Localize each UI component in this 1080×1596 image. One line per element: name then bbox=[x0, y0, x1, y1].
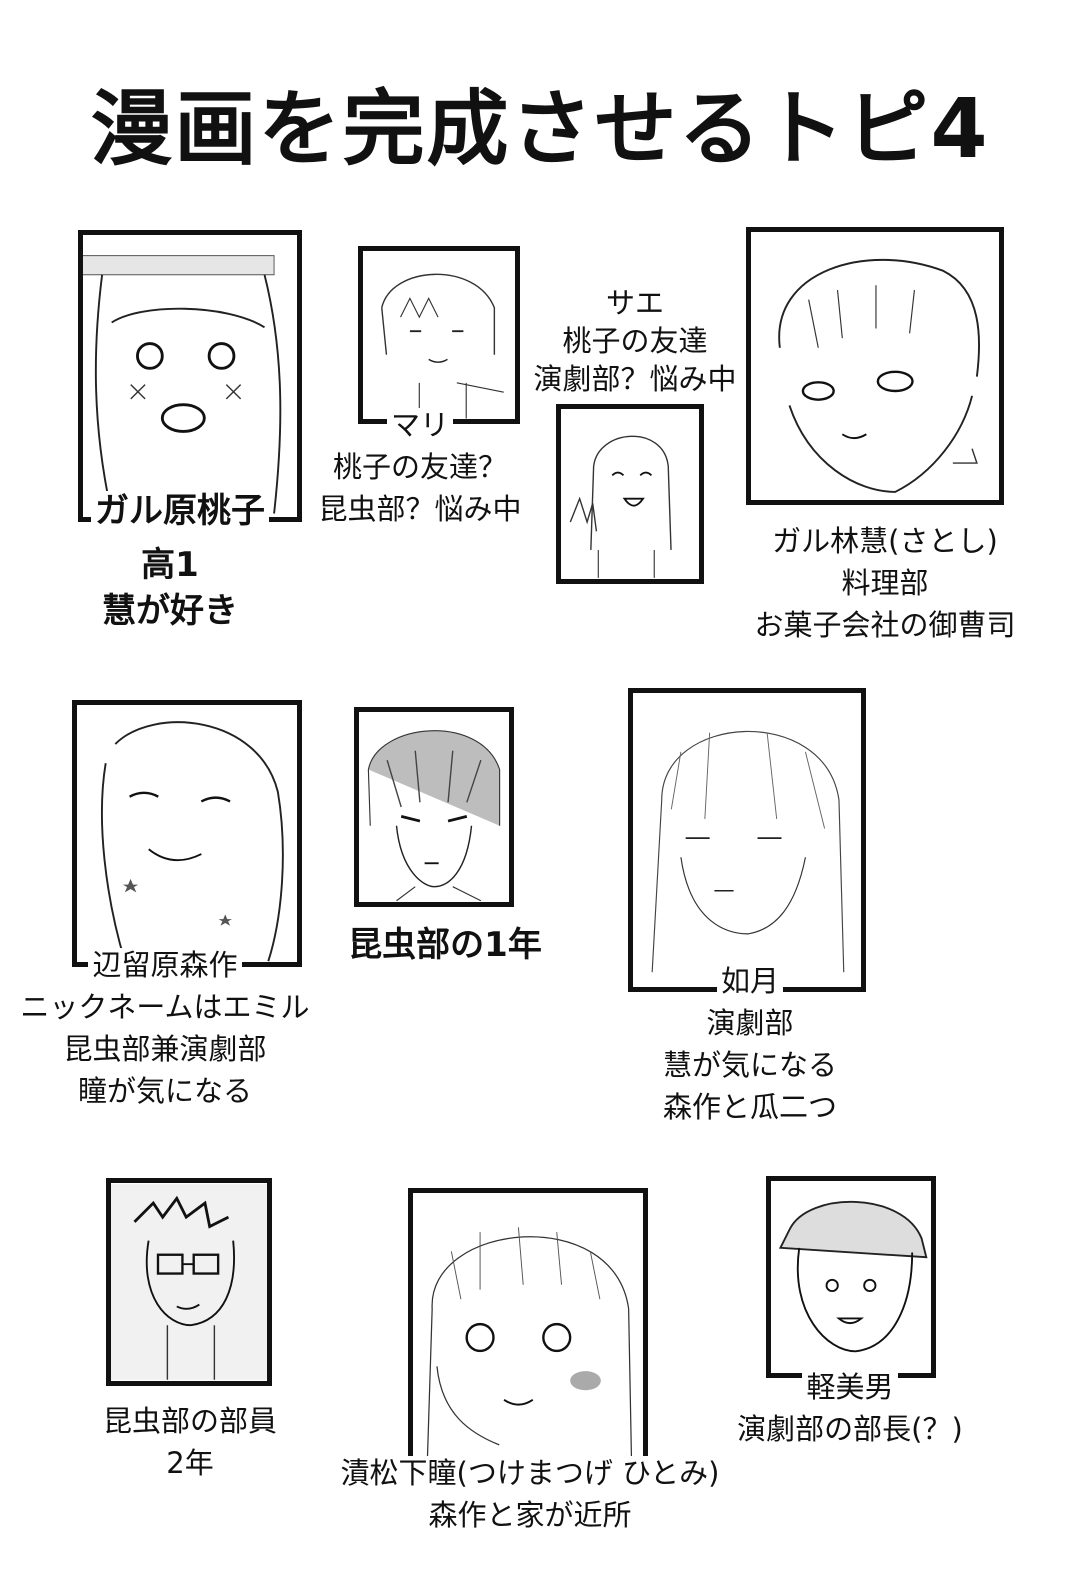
sae-sketch bbox=[569, 435, 672, 578]
character-name-satoshi: ガル林慧(さとし) bbox=[772, 524, 998, 558]
mari-sketch bbox=[381, 273, 504, 419]
portrait-satoshi bbox=[746, 227, 1004, 505]
character-name-sae: サエ bbox=[605, 286, 664, 320]
portrait-karubio bbox=[766, 1176, 936, 1378]
character-note: 森作と瓜二つ bbox=[662, 1090, 837, 1124]
character-note: 昆虫部兼演劇部 bbox=[63, 1032, 267, 1066]
portrait-kisaragi bbox=[628, 688, 866, 992]
first-year-sketch bbox=[367, 730, 501, 902]
character-note: 桃子の友達？ bbox=[332, 450, 507, 484]
character-name-insect-club-first-year: 昆虫部の1年 bbox=[348, 925, 542, 965]
character-note: 桃子の友達 bbox=[562, 324, 708, 358]
character-name-shinsaku: 辺留原森作 bbox=[88, 948, 242, 982]
character-note: 瞳が気になる bbox=[77, 1074, 252, 1108]
page-title: 漫画を完成させるトピ4 bbox=[90, 82, 990, 177]
character-note: 料理部 bbox=[841, 566, 929, 600]
character-name-kisaragi: 如月 bbox=[716, 964, 783, 998]
character-name-karubio: 軽美男 bbox=[802, 1370, 898, 1404]
character-note: 森作と家が近所 bbox=[428, 1498, 632, 1532]
character-note: 2年 bbox=[166, 1446, 214, 1480]
momoko-sketch bbox=[83, 255, 282, 514]
character-note: 昆虫部？悩み中 bbox=[318, 492, 522, 526]
satoshi-sketch bbox=[778, 258, 981, 493]
character-note: 慧が好き bbox=[102, 591, 238, 631]
character-note: 演劇部 bbox=[706, 1006, 794, 1040]
kisaragi-sketch bbox=[651, 730, 845, 973]
character-name-hitomi: 漬松下瞳(つけまつげ ひとみ) bbox=[336, 1456, 724, 1490]
character-note: ニックネームはエミル bbox=[20, 990, 310, 1024]
portrait-sae bbox=[556, 404, 704, 584]
character-name-insect-club-member: 昆虫部の部員 bbox=[102, 1404, 277, 1438]
character-name-momoko: ガル原桃子 bbox=[91, 491, 269, 531]
hitomi-sketch bbox=[426, 1227, 633, 1461]
portrait-hitomi bbox=[408, 1188, 648, 1466]
portrait-momoko bbox=[78, 230, 302, 522]
club-member-sketch bbox=[111, 1184, 267, 1380]
shinsaku-sketch bbox=[100, 721, 284, 962]
karubio-sketch bbox=[778, 1201, 928, 1353]
character-grade: 高1 bbox=[141, 545, 199, 585]
portrait-insect-club-member bbox=[106, 1178, 272, 1386]
portrait-insect-club-first-year bbox=[354, 707, 514, 907]
character-note: 演劇部の部長(？) bbox=[737, 1412, 963, 1446]
character-name-mari: マリ bbox=[386, 408, 453, 442]
character-note: お菓子会社の御曹司 bbox=[754, 608, 1016, 642]
character-note: 慧が気になる bbox=[662, 1048, 837, 1082]
portrait-mari bbox=[358, 246, 520, 424]
portrait-shinsaku bbox=[72, 700, 302, 967]
character-note: 演劇部？悩み中 bbox=[533, 362, 737, 396]
